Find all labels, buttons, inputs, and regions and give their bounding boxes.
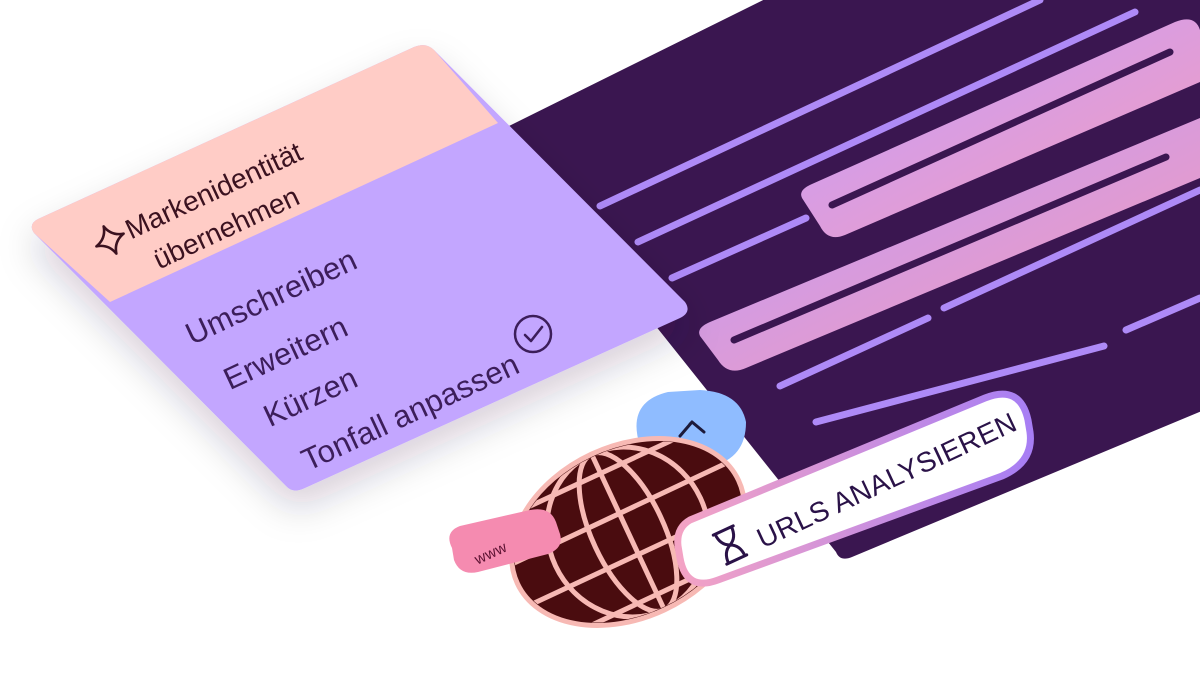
hourglass-icon [711,524,749,566]
www-tag [449,509,561,573]
highlight-block-1 [801,19,1200,238]
check-circle-icon[interactable] [513,314,553,354]
highlight-block-2 [699,118,1200,371]
menu-header-bg [31,45,498,302]
cursor-icon [678,420,706,438]
urls-analysieren-chip-bg[interactable] [674,390,1034,587]
sparkle-icon [95,225,125,255]
